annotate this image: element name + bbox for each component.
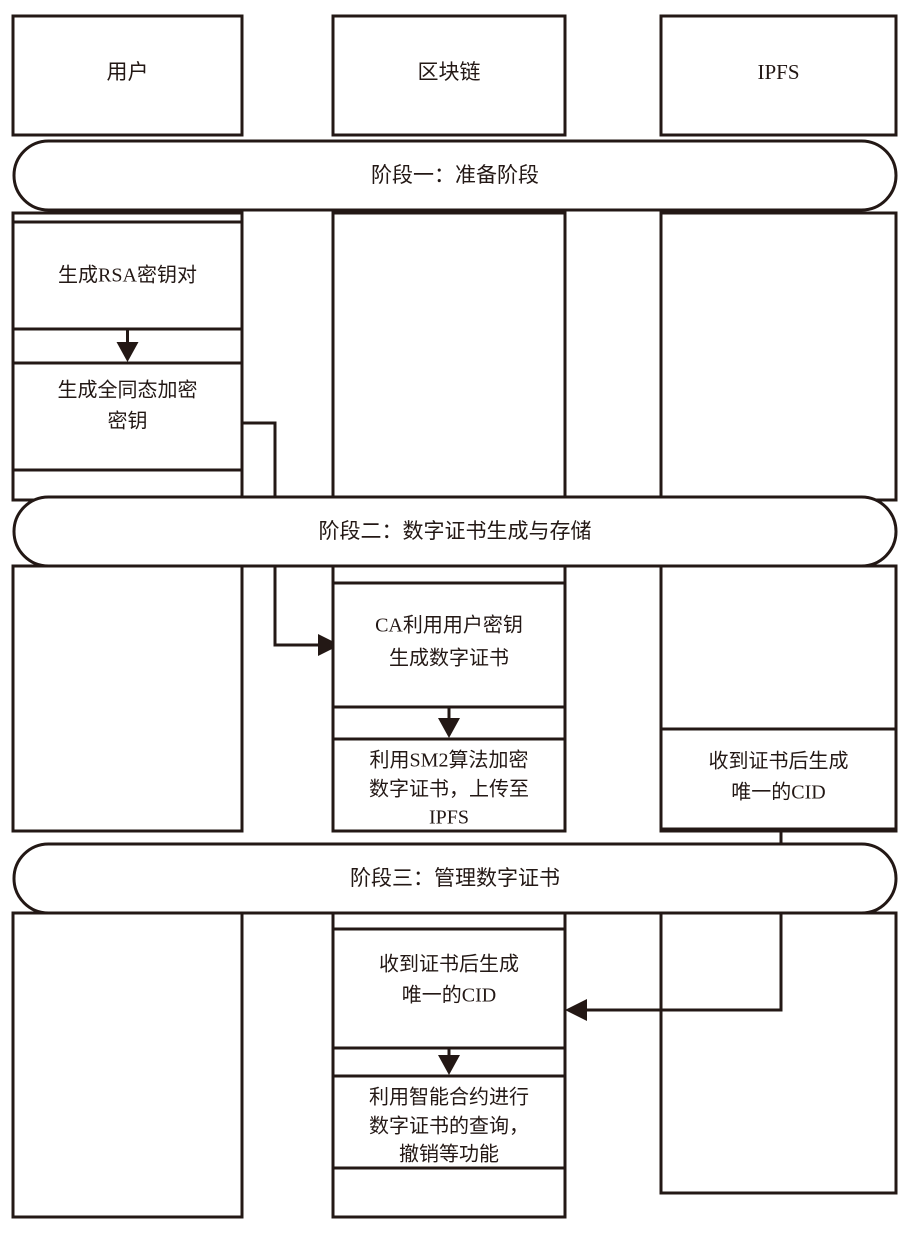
lane-column-blockchain-phase1 (331, 211, 567, 502)
lane-title-user: 用户 (107, 60, 149, 84)
phase-band-2: 阶段二：数字证书生成与存储 (12, 495, 898, 568)
phase-band-3-shape (12, 842, 898, 915)
step-ipfs-cid-box (659, 727, 898, 831)
phase-band-3: 阶段三：管理数字证书 (12, 842, 898, 915)
arrow-head-icon (318, 634, 340, 656)
step-chain-cid-line-1: 唯一的CID (402, 984, 496, 1007)
step-chain-cid: 收到证书后生成 唯一的CID (331, 927, 567, 1050)
lane-title-ipfs: IPFS (757, 60, 799, 84)
step-sm2-upload-line-1: 数字证书，上传至 (369, 778, 529, 801)
step-ca-cert: CA利用用户密钥 生成数字证书 (331, 581, 567, 709)
lane-header-user (11, 14, 244, 137)
lane-column-ipfs-phase1 (659, 211, 898, 502)
phase-band-1-shape (12, 139, 898, 212)
step-ca-cert-line-0: CA利用用户密钥 (375, 614, 523, 637)
arrow-head-icon (565, 999, 587, 1021)
step-ipfs-cid: 收到证书后生成 唯一的CID (659, 727, 898, 831)
step-smart-contract-box (331, 1074, 567, 1170)
step-gen-fhe-line-0: 生成全同态加密 (58, 379, 198, 402)
step-smart-contract: 利用智能合约进行 数字证书的查询， 撤销等功能 (331, 1074, 567, 1170)
step-sm2-upload-line-0: 利用SM2算法加密 (370, 749, 529, 772)
lane-headers: 用户 区块链 IPFS (11, 14, 898, 137)
step-sm2-upload-box (331, 737, 567, 833)
lane-column-user-phase3 (11, 911, 244, 1219)
step-smart-contract-line-0: 利用智能合约进行 (369, 1086, 529, 1109)
step-sm2-upload: 利用SM2算法加密 数字证书，上传至 IPFS (331, 737, 567, 833)
lane-header-blockchain (331, 14, 567, 137)
step-chain-cid-box (331, 927, 567, 1050)
lane-column-ipfs-phase3 (659, 911, 898, 1195)
step-ca-cert-line-1: 生成数字证书 (389, 647, 509, 670)
phase-band-2-shape (12, 495, 898, 568)
step-smart-contract-line-2: 撤销等功能 (399, 1143, 499, 1166)
step-gen-fhe-box (11, 361, 244, 472)
phase-band-1: 阶段一：准备阶段 (12, 139, 898, 212)
phase-band-1-label: 阶段一：准备阶段 (371, 163, 539, 187)
phase-band-2-label: 阶段二：数字证书生成与存储 (319, 519, 592, 543)
step-gen-rsa-line-0: 生成RSA密钥对 (58, 264, 197, 287)
lane-column-user-phase2 (11, 564, 244, 833)
step-gen-rsa: 生成RSA密钥对 (11, 220, 244, 331)
step-gen-fhe-line-1: 密钥 (108, 410, 148, 433)
step-gen-fhe: 生成全同态加密 密钥 (11, 361, 244, 472)
step-sm2-upload-line-2: IPFS (429, 807, 469, 829)
lane-header-ipfs (659, 14, 898, 137)
connector-rsa-to-fhe (116, 329, 139, 362)
connector-cid-to-contract (438, 1048, 460, 1075)
lane-title-blockchain: 区块链 (418, 60, 481, 84)
arrow-head-icon (438, 718, 460, 738)
step-chain-cid-line-0: 收到证书后生成 (379, 953, 519, 976)
step-smart-contract-line-1: 数字证书的查询， (369, 1115, 529, 1138)
step-ipfs-cid-line-1: 唯一的CID (731, 781, 825, 804)
phase-band-3-label: 阶段三：管理数字证书 (350, 866, 560, 890)
arrow-head-icon (438, 1055, 460, 1075)
connector-ca-to-sm2 (438, 707, 460, 738)
step-gen-rsa-box (11, 220, 244, 331)
step-ipfs-cid-line-0: 收到证书后生成 (709, 750, 849, 773)
step-ca-cert-box (331, 581, 567, 709)
arrow-head-icon (116, 342, 139, 362)
